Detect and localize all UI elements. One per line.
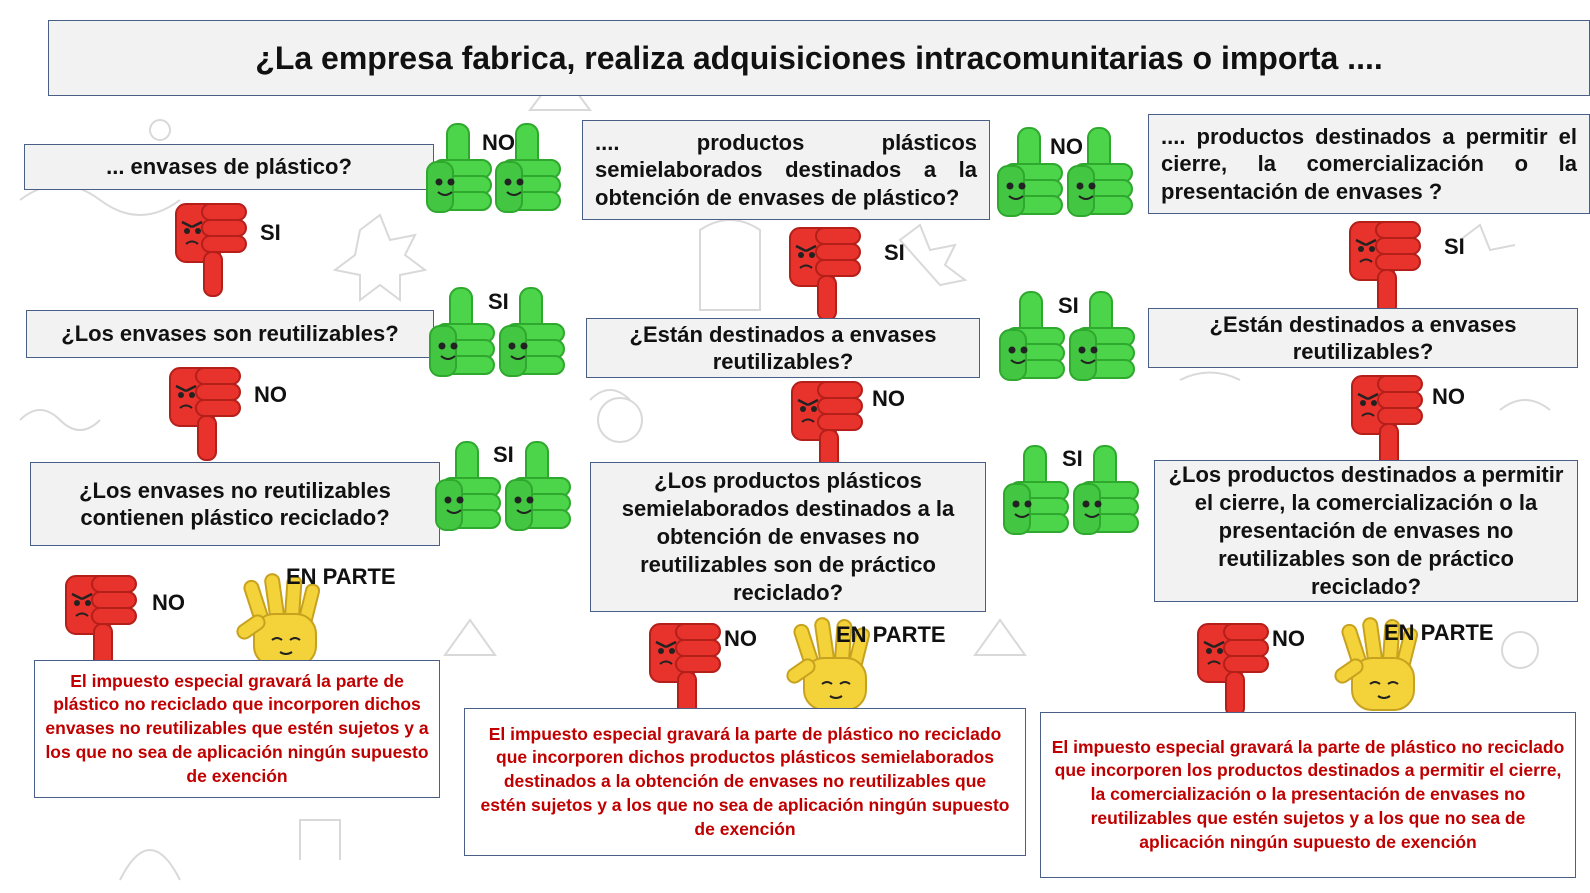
label-no: NO bbox=[1050, 134, 1083, 159]
question-col2-practico-reciclado: ¿Los productos plásticos semielaborados … bbox=[590, 462, 986, 612]
result-col1: El impuesto especial gravará la parte de… bbox=[34, 660, 440, 798]
label-no: NO bbox=[724, 626, 757, 651]
question-col2-reutilizables: ¿Están destinados a envases reutilizable… bbox=[586, 318, 980, 378]
result-col3: El impuesto especial gravará la parte de… bbox=[1040, 712, 1576, 878]
label-en-parte: EN PARTE bbox=[286, 564, 396, 589]
thumbs-down-icon bbox=[786, 222, 866, 322]
result-col2: El impuesto especial gravará la parte de… bbox=[464, 708, 1026, 856]
question-col3-cierre-presentacion: .... productos destinados a permitir el … bbox=[1148, 114, 1590, 214]
thumbs-down-icon bbox=[646, 618, 726, 718]
label-no: NO bbox=[482, 130, 515, 155]
label-no: NO bbox=[254, 382, 287, 407]
question-col1-plastico-reciclado: ¿Los envases no reutilizables contienen … bbox=[30, 462, 440, 546]
label-si: SI bbox=[260, 220, 281, 245]
label-si: SI bbox=[884, 240, 905, 265]
label-no: NO bbox=[1432, 384, 1465, 409]
thumbs-down-icon bbox=[62, 570, 142, 670]
label-si: SI bbox=[1062, 446, 1083, 471]
label-no: NO bbox=[872, 386, 905, 411]
cropped-heading-fragment bbox=[0, 0, 1590, 8]
thumbs-down-icon bbox=[788, 376, 868, 476]
label-si: SI bbox=[488, 289, 509, 314]
question-col1-envases-plastico: ... envases de plástico? bbox=[24, 144, 434, 190]
label-no: NO bbox=[1272, 626, 1305, 651]
question-col3-practico-reciclado: ¿Los productos destinados a permitir el … bbox=[1154, 460, 1578, 602]
question-col2-semielaborados: .... productos plásticos semielaborados … bbox=[582, 120, 990, 220]
thumbs-down-icon bbox=[172, 198, 252, 298]
thumbs-down-icon bbox=[1346, 216, 1426, 316]
thumbs-down-icon bbox=[1194, 618, 1274, 718]
label-en-parte: EN PARTE bbox=[836, 622, 946, 647]
label-si: SI bbox=[493, 442, 514, 467]
label-en-parte: EN PARTE bbox=[1384, 620, 1494, 645]
label-no: NO bbox=[152, 590, 185, 615]
thumbs-down-icon bbox=[166, 362, 246, 462]
thumbs-up-icon bbox=[504, 440, 574, 540]
main-question-bar: ¿La empresa fabrica, realiza adquisicion… bbox=[48, 20, 1590, 96]
question-col1-reutilizables: ¿Los envases son reutilizables? bbox=[26, 310, 434, 358]
question-col3-reutilizables: ¿Están destinados a envases reutilizable… bbox=[1148, 308, 1578, 368]
label-si: SI bbox=[1058, 293, 1079, 318]
label-si: SI bbox=[1444, 234, 1465, 259]
thumbs-down-icon bbox=[1348, 370, 1428, 470]
main-question-text: ¿La empresa fabrica, realiza adquisicion… bbox=[255, 39, 1383, 76]
